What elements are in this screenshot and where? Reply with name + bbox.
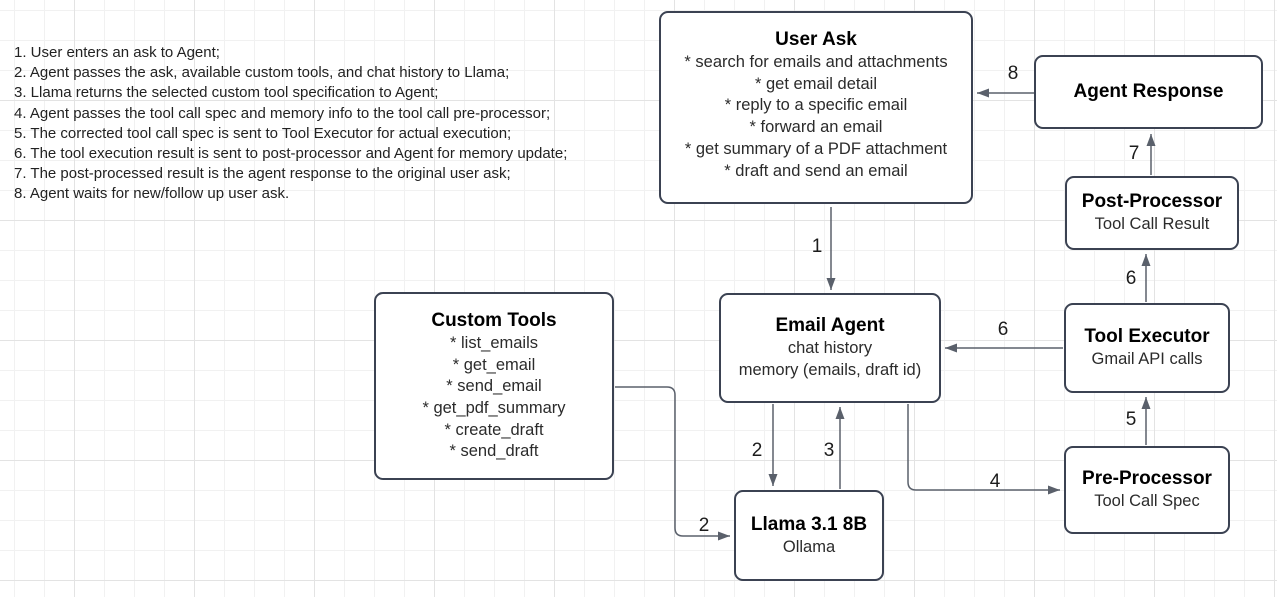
node-item: * send_draft (449, 442, 539, 461)
edge-label-4: 4 (989, 471, 1001, 492)
node-title: Post-Processor (1081, 191, 1223, 213)
node-tool-executor: Tool Executor Gmail API calls (1064, 303, 1230, 393)
step-item: 4. Agent passes the tool call spec and m… (14, 104, 551, 122)
node-item: * get_pdf_summary (422, 399, 566, 417)
step-item: 6. The tool execution result is sent to … (14, 145, 568, 163)
node-subtitle: Gmail API calls (1091, 350, 1203, 369)
node-title: Pre-Processor (1082, 468, 1212, 490)
edge-label-5: 5 (1125, 409, 1137, 430)
node-llama: Llama 3.1 8B Ollama (734, 490, 884, 581)
edge-label-2-agent-llama: 2 (751, 440, 763, 461)
node-item: memory (emails, draft id) (738, 361, 922, 379)
node-title: Custom Tools (431, 309, 557, 331)
node-item: * create_draft (444, 420, 544, 439)
steps-list: 1. User enters an ask to Agent; 2. Agent… (14, 43, 614, 205)
node-pre-processor: Pre-Processor Tool Call Spec (1064, 446, 1230, 534)
node-subtitle: Ollama (782, 537, 836, 556)
edge-label-6-post: 6 (1125, 268, 1137, 289)
node-title: User Ask (775, 29, 857, 50)
node-subtitle: Tool Call Spec (1094, 492, 1200, 511)
node-custom-tools: Custom Tools * list_emails * get_email *… (374, 292, 614, 480)
node-email-agent: Email Agent chat history memory (emails,… (719, 293, 941, 403)
node-item: * draft and send an email (724, 161, 908, 180)
edge-label-8: 8 (1007, 63, 1019, 84)
node-item: * get email detail (755, 74, 877, 93)
node-agent-response: Agent Response (1034, 55, 1263, 129)
edge-label-3: 3 (823, 440, 835, 461)
node-item: * list_emails (449, 333, 539, 352)
edge-label-7: 7 (1128, 143, 1140, 164)
step-item: 8. Agent waits for new/follow up user as… (14, 185, 290, 203)
node-title: Tool Executor (1084, 326, 1210, 348)
node-subtitle: Tool Call Result (1094, 215, 1210, 234)
step-item: 2. Agent passes the ask, available custo… (14, 64, 510, 82)
step-item: 1. User enters an ask to Agent; (14, 44, 220, 61)
node-item: chat history (787, 339, 873, 358)
node-title: Agent Response (1073, 81, 1224, 102)
edge-label-6-agent: 6 (997, 319, 1009, 340)
node-title: Llama 3.1 8B (750, 513, 868, 535)
node-post-processor: Post-Processor Tool Call Result (1065, 176, 1239, 250)
node-user-ask: User Ask * search for emails and attachm… (659, 11, 973, 204)
edge-step4-agent-to-pre (907, 404, 1060, 495)
node-title: Email Agent (775, 315, 885, 337)
edge-label-2-tools-llama: 2 (698, 515, 710, 536)
node-item: * search for emails and attachments (684, 53, 948, 71)
node-item: * reply to a specific email (724, 96, 908, 115)
step-item: 5. The corrected tool call spec is sent … (14, 124, 512, 142)
edge-step2-tools-to-llama (615, 386, 730, 541)
step-item: 3. Llama returns the selected custom too… (14, 84, 439, 102)
edge-label-1: 1 (811, 236, 823, 257)
node-item: * send_email (446, 377, 542, 396)
node-item: * get summary of a PDF attachment (684, 139, 948, 158)
node-item: * get_email (452, 355, 536, 374)
node-item: * forward an email (749, 118, 883, 137)
step-item: 7. The post-processed result is the agen… (14, 165, 511, 183)
